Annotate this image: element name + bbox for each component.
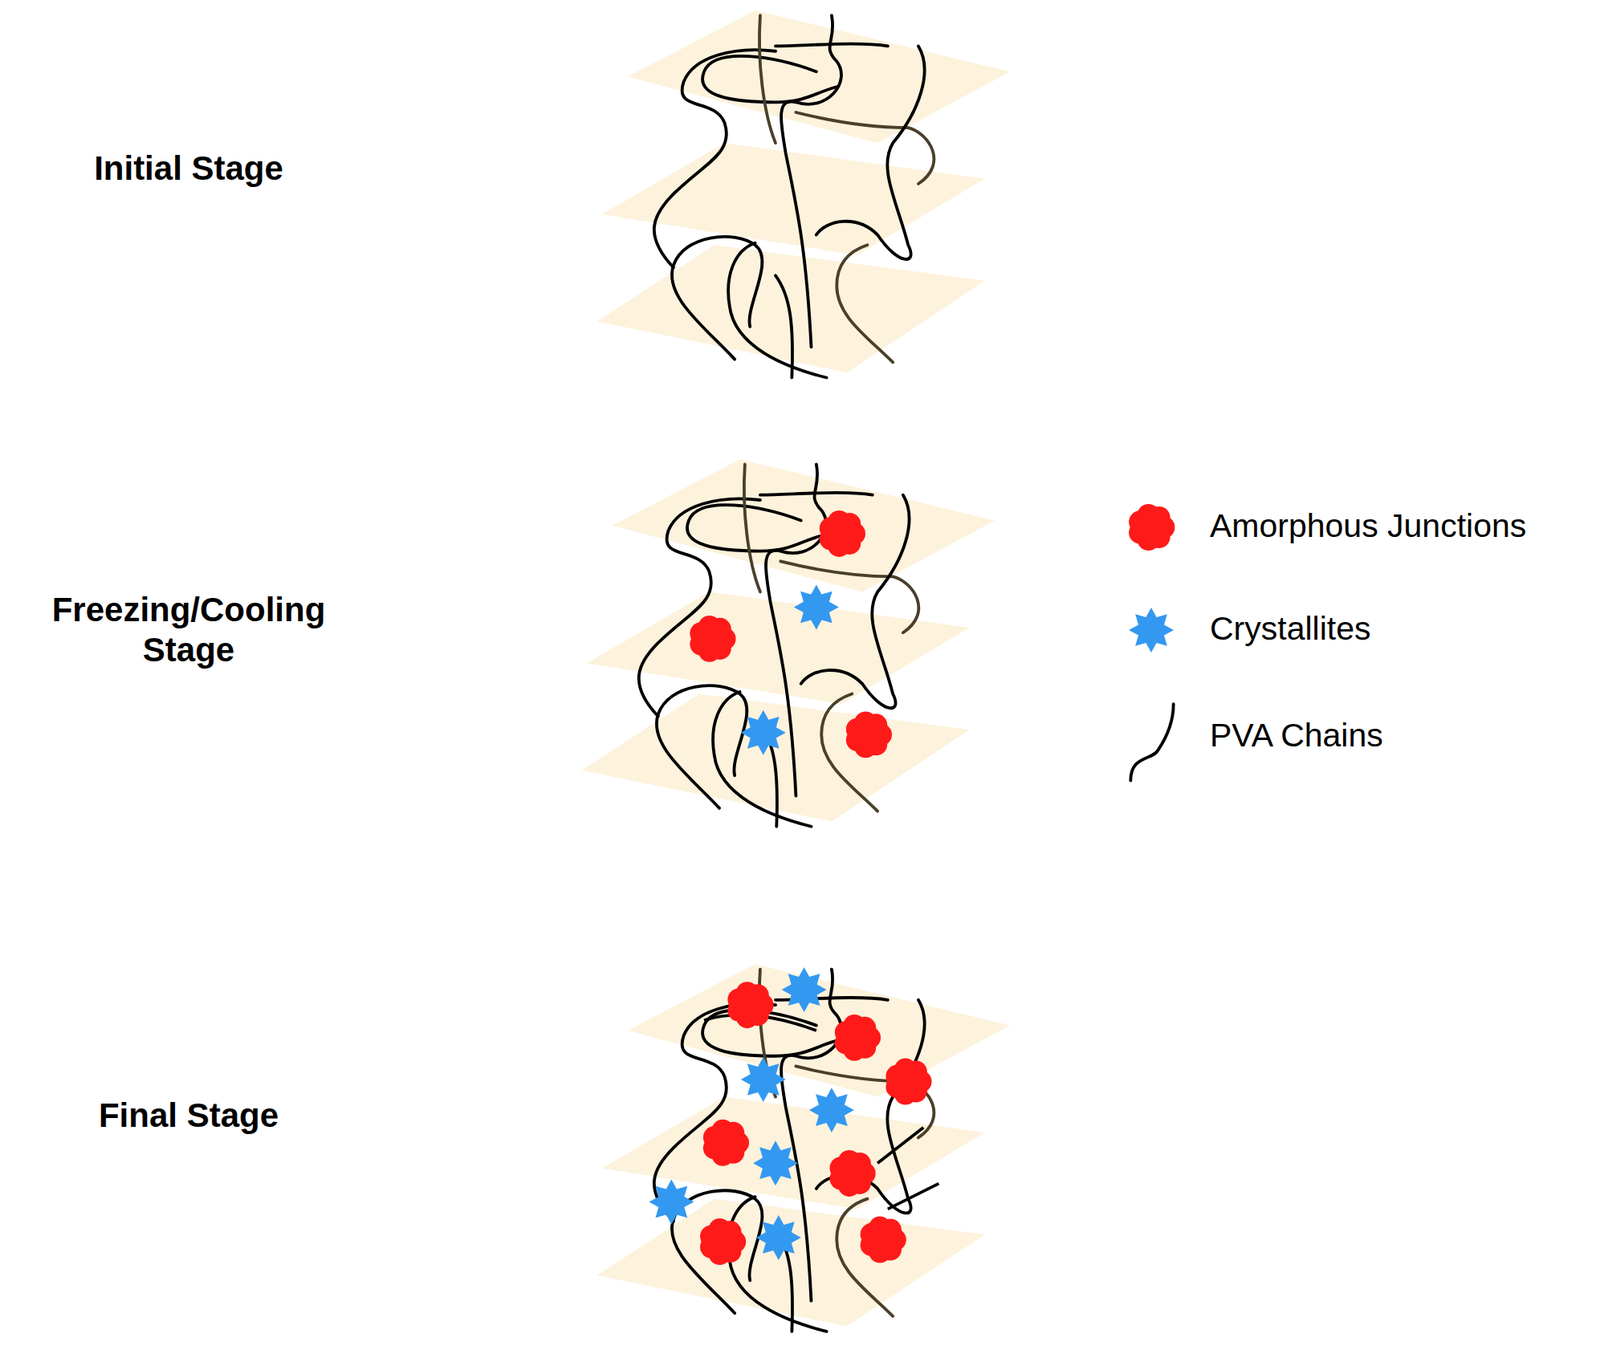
crystallite xyxy=(740,710,786,756)
crystallite xyxy=(648,1180,694,1226)
legend-swatch xyxy=(1128,607,1174,653)
legend-text: PVA Chains xyxy=(1209,716,1384,755)
stage-label: Initial Stage xyxy=(20,148,358,189)
stage-label: Freezing/Cooling Stage xyxy=(20,590,358,672)
amorphous-junction xyxy=(846,711,892,758)
crystallite xyxy=(793,585,839,631)
amorphous-junction xyxy=(700,1218,746,1266)
legend-swatch-box xyxy=(1125,501,1177,554)
stage-label: Final Stage xyxy=(20,1095,358,1136)
amorphous-junction xyxy=(885,1058,932,1106)
crystallite xyxy=(753,1140,798,1186)
legend-swatch-box xyxy=(1125,604,1177,656)
amorphous-junction xyxy=(834,1014,881,1062)
crystallite xyxy=(756,1215,802,1261)
legend-text: Crystallites xyxy=(1209,610,1371,648)
chain-sample xyxy=(1130,704,1173,781)
amorphous-junction xyxy=(727,981,774,1029)
crystallite xyxy=(781,967,827,1013)
crystallite xyxy=(809,1087,855,1133)
legend-text: Amorphous Junctions xyxy=(1209,507,1527,546)
amorphous-junction xyxy=(829,1150,876,1197)
amorphous-junction xyxy=(689,615,736,663)
crystallite xyxy=(740,1057,786,1103)
amorphous-junction xyxy=(703,1119,750,1167)
amorphous-junction xyxy=(819,510,866,558)
amorphous-junction xyxy=(860,1217,907,1264)
legend-swatch xyxy=(1128,504,1175,551)
